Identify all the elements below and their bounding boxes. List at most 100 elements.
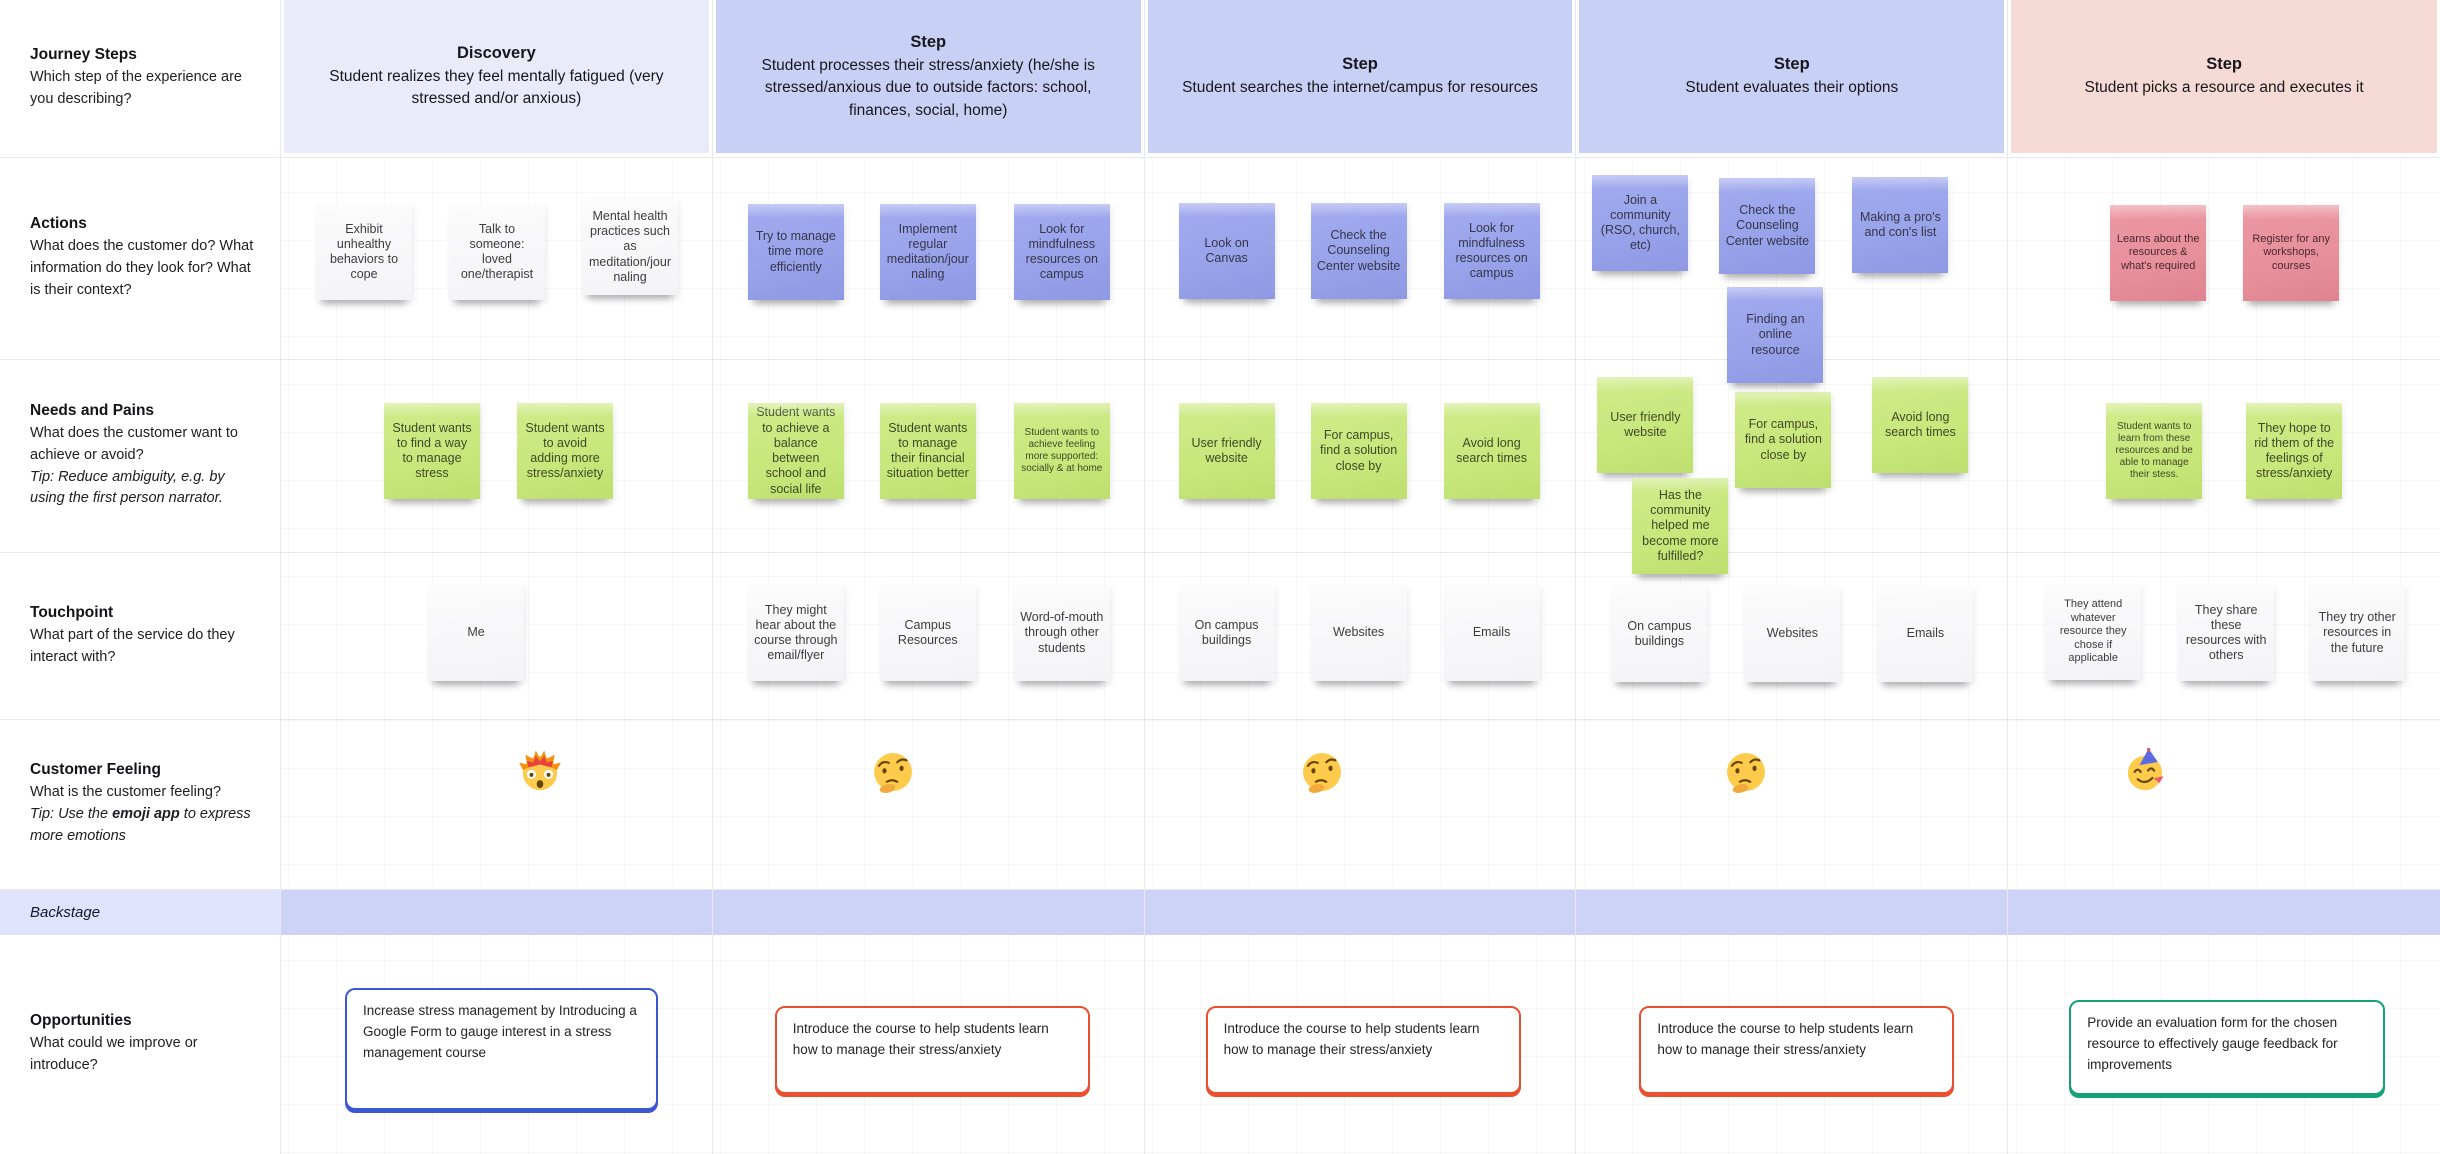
sticky-note[interactable]: User friendly website [1597,377,1694,473]
actions-cell-step3: Look on Canvas Check the Counseling Cent… [1144,158,1577,360]
sticky-note[interactable]: User friendly website [1178,403,1275,499]
sticky-note[interactable]: Talk to someone: loved one/therapist [449,204,545,300]
feeling-cell-discovery [281,720,713,890]
sticky-note[interactable]: Try to manage time more efficiently [747,204,844,300]
column-header-discovery[interactable]: Discovery Student realizes they feel men… [284,0,709,153]
sticky-note[interactable]: Student wants to learn from these resour… [2106,403,2203,499]
needs-cell-step2: Student wants to achieve a balance betwe… [712,360,1145,553]
sticky-note[interactable]: Avoid long search times [1872,377,1969,473]
sticky-note[interactable]: Finding an online resource [1727,287,1824,383]
opportunity-cell-step2: Introduce the course to help students le… [713,935,1145,1154]
row-desc: What does the customer do? What informat… [30,238,254,298]
sticky-note[interactable]: They share these resources with others [2178,585,2275,681]
column-subtitle: Student picks a resource and executes it [2084,79,2364,97]
column-subtitle: Student realizes they feel mentally fati… [329,67,664,108]
partying-face-emoji[interactable] [2123,748,2167,792]
sticky-note[interactable]: Check the Counseling Center website [1719,178,1816,274]
opportunity-cell-discovery: Increase stress management by Introducin… [281,935,713,1154]
sticky-note[interactable]: For campus, find a solution close by [1310,403,1407,499]
sticky-note[interactable]: They try other resources in the future [2309,585,2406,681]
sticky-note[interactable]: Implement regular meditation/journaling [879,204,976,300]
column-header-step-2[interactable]: Step Student processes their stress/anxi… [715,0,1141,153]
sticky-note[interactable]: Student wants to avoid adding more stres… [517,403,613,499]
touchpoint-cell-step3: On campus buildings Websites Emails [1144,553,1577,720]
sticky-note[interactable]: On campus buildings [1178,585,1275,681]
feeling-cell-step5 [2008,720,2440,890]
sticky-note[interactable]: Avoid long search times [1443,403,1540,499]
sticky-note[interactable]: Look for mindfulness resources on campus [1443,203,1540,299]
feeling-cell-step4 [1576,720,2009,890]
feeling-cell-step2 [712,720,1145,890]
column-header-step-5[interactable]: Step Student picks a resource and execut… [2011,0,2437,153]
column-header-step-3[interactable]: Step Student searches the internet/campu… [1147,0,1573,153]
row-title: Opportunities [30,1012,132,1030]
row-title: Actions [30,215,87,233]
sticky-note[interactable]: Student wants to achieve feeling more su… [1013,403,1110,499]
sticky-note[interactable]: Join a community (RSO, church, etc) [1592,175,1689,271]
row-desc: Which step of the experience are you des… [30,69,242,107]
row-label-customer-feeling: Customer Feeling What is the customer fe… [0,720,281,890]
sticky-note[interactable]: Websites [1310,585,1407,681]
column-title: Step [910,32,947,51]
column-header-step-4[interactable]: Step Student evaluates their options [1579,0,2005,153]
sticky-note[interactable]: Check the Counseling Center website [1310,203,1407,299]
row-title: Customer Feeling [30,761,161,779]
row-title: Touchpoint [30,603,114,621]
opportunity-card[interactable]: Introduce the course to help students le… [1639,1006,1955,1094]
column-header-step3-cell: Step Student searches the internet/campu… [1144,0,1577,158]
opportunity-card[interactable]: Increase stress management by Introducin… [345,988,658,1110]
needs-cell-step4: User friendly website For campus, find a… [1576,360,2009,574]
opportunity-cell-step3: Introduce the course to help students le… [1145,935,1577,1154]
sticky-note[interactable]: They hope to rid them of the feelings of… [2246,403,2343,499]
sticky-note[interactable]: They might hear about the course through… [747,585,844,681]
thinking-face-emoji[interactable] [871,750,915,794]
opportunity-card[interactable]: Introduce the course to help students le… [774,1006,1090,1094]
sticky-note[interactable]: Emails [1443,585,1540,681]
sticky-note[interactable]: For campus, find a solution close by [1735,392,1832,488]
backstage-cell-step3 [1144,890,1577,935]
thinking-face-emoji[interactable] [1724,750,1768,794]
sticky-note[interactable]: Making a pro's and con's list [1852,177,1949,273]
sticky-note[interactable]: Student wants to manage their financial … [879,403,976,499]
column-header-step2-cell: Step Student processes their stress/anxi… [712,0,1145,158]
sticky-note[interactable]: Learns about the resources & what's requ… [2110,205,2207,301]
sticky-note[interactable]: Word-of-mouth through other students [1013,585,1110,681]
opportunity-cell-step4: Introduce the course to help students le… [1576,935,2009,1154]
actions-cell-step2: Try to manage time more efficiently Impl… [712,158,1145,360]
column-title: Step [2206,55,2242,74]
column-title: Step [1342,55,1378,74]
sticky-note[interactable]: Campus Resources [879,585,976,681]
sticky-note[interactable]: Exhibit unhealthy behaviors to cope [316,204,412,300]
sticky-note[interactable]: Websites [1744,586,1841,682]
sticky-note[interactable]: Mental health practices such as meditati… [582,199,678,295]
sticky-note[interactable]: They attend whatever resource they chose… [2045,584,2142,680]
thinking-face-emoji[interactable] [1300,750,1344,794]
row-title: Backstage [30,904,101,921]
sticky-note[interactable]: Student wants to achieve a balance betwe… [747,403,844,499]
row-label-actions: Actions What does the customer do? What … [0,158,281,360]
row-desc: What is the customer feeling? [30,784,222,801]
exploding-head-emoji[interactable] [518,748,562,792]
sticky-note[interactable]: Emails [1877,586,1974,682]
column-subtitle: Student evaluates their options [1685,79,1899,97]
column-title: Step [1773,55,1810,74]
sticky-note[interactable]: Look on Canvas [1178,203,1275,299]
sticky-note[interactable]: Has the community helped me become more … [1632,478,1729,574]
row-title: Journey Steps [30,46,137,64]
opportunity-card[interactable]: Introduce the course to help students le… [1205,1006,1521,1094]
sticky-note[interactable]: On campus buildings [1611,586,1708,682]
sticky-note[interactable]: Look for mindfulness resources on campus [1013,204,1110,300]
sticky-note[interactable]: Me [428,585,524,681]
actions-cell-step4: Join a community (RSO, church, etc) Chec… [1576,158,2009,383]
backstage-cell-step5 [2008,890,2440,935]
backstage-cell-step4 [1576,890,2009,935]
touchpoint-cell-step5: They attend whatever resource they chose… [2008,553,2440,720]
needs-cell-step5: Student wants to learn from these resour… [2008,360,2440,553]
column-title: Discovery [456,44,536,63]
sticky-note[interactable]: Register for any workshops, courses [2243,205,2340,301]
sticky-note[interactable]: Student wants to find a way to manage st… [384,403,480,499]
row-tip: Tip: Use the emoji app to express more e… [30,806,251,844]
touchpoint-cell-step4: On campus buildings Websites Emails [1576,553,2009,720]
opportunity-card[interactable]: Provide an evaluation form for the chose… [2069,1000,2386,1095]
row-label-backstage: Backstage [0,890,281,935]
